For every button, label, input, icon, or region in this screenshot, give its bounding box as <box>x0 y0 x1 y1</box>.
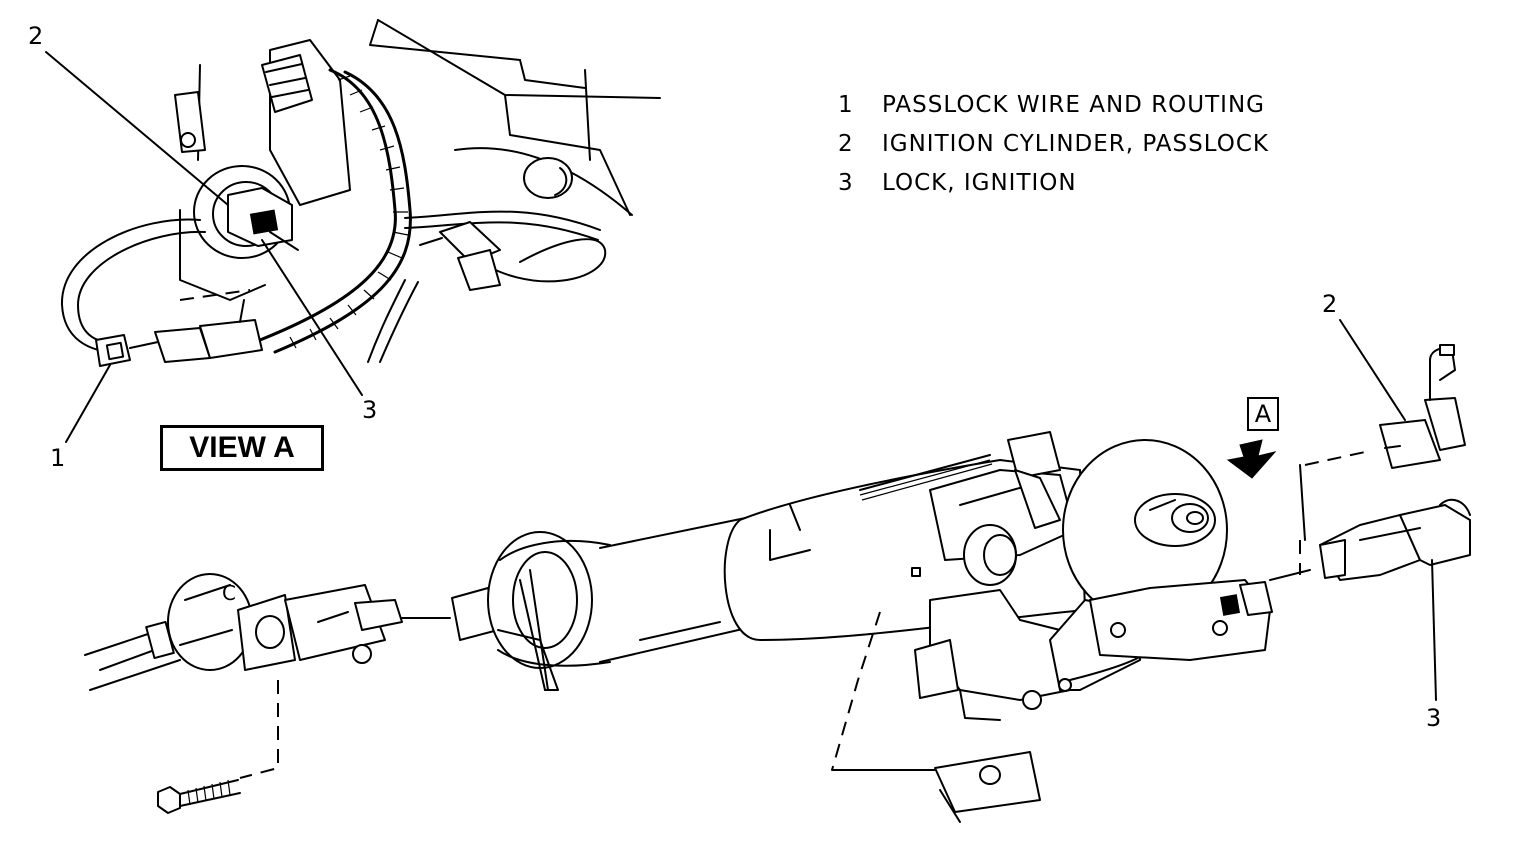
leader-line-2 <box>45 51 229 206</box>
callout-main-2: 2 <box>1322 290 1338 318</box>
leader-line-1 <box>65 364 111 443</box>
callout-view-a-2: 2 <box>28 22 44 50</box>
view-a-marker: A <box>1247 397 1279 431</box>
assembly-guide-lines <box>239 611 936 779</box>
leader-line-main-3 <box>1431 559 1437 701</box>
callout-main-3: 3 <box>1426 704 1442 732</box>
legend-label: PASSLOCK WIRE AND ROUTING <box>882 92 1265 118</box>
view-a-leaders <box>45 51 363 443</box>
legend-number: 3 <box>838 170 854 196</box>
view-a-label: VIEW A <box>160 425 324 471</box>
parts-legend: 1 PASSLOCK WIRE AND ROUTING 2 IGNITION CYL… <box>838 86 1269 203</box>
joint-mark-c: C <box>222 581 236 605</box>
legend-number: 1 <box>838 92 854 118</box>
legend-item-1: 1 PASSLOCK WIRE AND ROUTING <box>838 86 1269 125</box>
leader-line-3 <box>261 239 363 396</box>
leader-line-main-2 <box>1339 319 1406 421</box>
callout-view-a-3: 3 <box>362 396 378 424</box>
legend-item-2: 2 IGNITION CYLINDER, PASSLOCK <box>838 125 1269 164</box>
main-column-drawing: C <box>84 344 1471 823</box>
legend-item-3: 3 LOCK, IGNITION <box>838 164 1269 203</box>
legend-label: LOCK, IGNITION <box>882 170 1077 196</box>
legend-label: IGNITION CYLINDER, PASSLOCK <box>882 131 1269 157</box>
callout-view-a-1: 1 <box>50 444 66 472</box>
legend-number: 2 <box>838 131 854 157</box>
view-a-arrow <box>1226 439 1277 479</box>
main-leaders <box>1339 319 1437 701</box>
view-a-inset-drawing <box>60 19 661 367</box>
